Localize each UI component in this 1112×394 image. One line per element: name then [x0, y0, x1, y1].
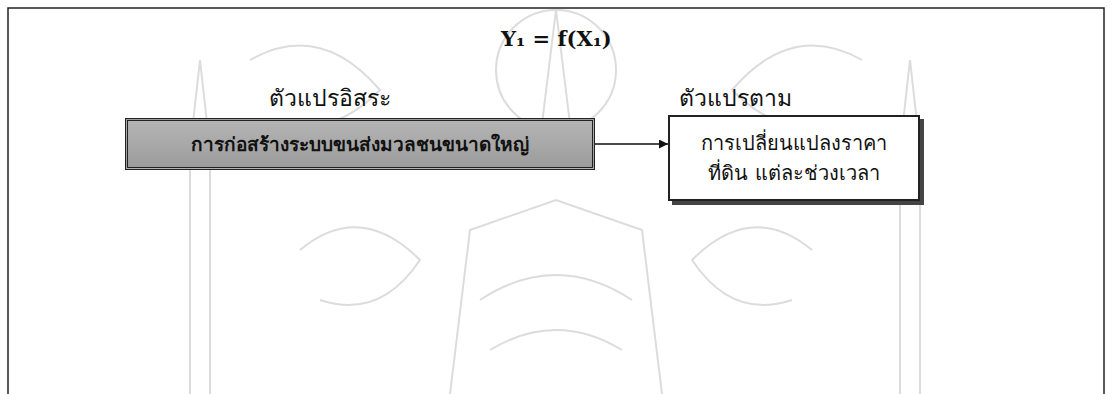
- formula-title: Y₁ = f(X₁): [501, 26, 612, 51]
- box-text: การก่อสร้างระบบขนส่งมวลชนขนาดใหญ่: [191, 129, 529, 159]
- watermark-emblem: [190, 10, 920, 394]
- independent-variable-box: การก่อสร้างระบบขนส่งมวลชนขนาดใหญ่: [125, 118, 595, 170]
- arrow-connector: [595, 143, 668, 145]
- variable-heading: ตัวแปรอิสระ: [269, 80, 391, 116]
- outer-frame: [8, 8, 1104, 394]
- dependent-variable-box: การเปลี่ยนแปลงราคาที่ดิน แต่ละช่วงเวลา: [668, 115, 920, 201]
- box-text: การเปลี่ยนแปลงราคาที่ดิน แต่ละช่วงเวลา: [684, 128, 904, 188]
- variable-heading: ตัวแปรตาม: [679, 80, 792, 116]
